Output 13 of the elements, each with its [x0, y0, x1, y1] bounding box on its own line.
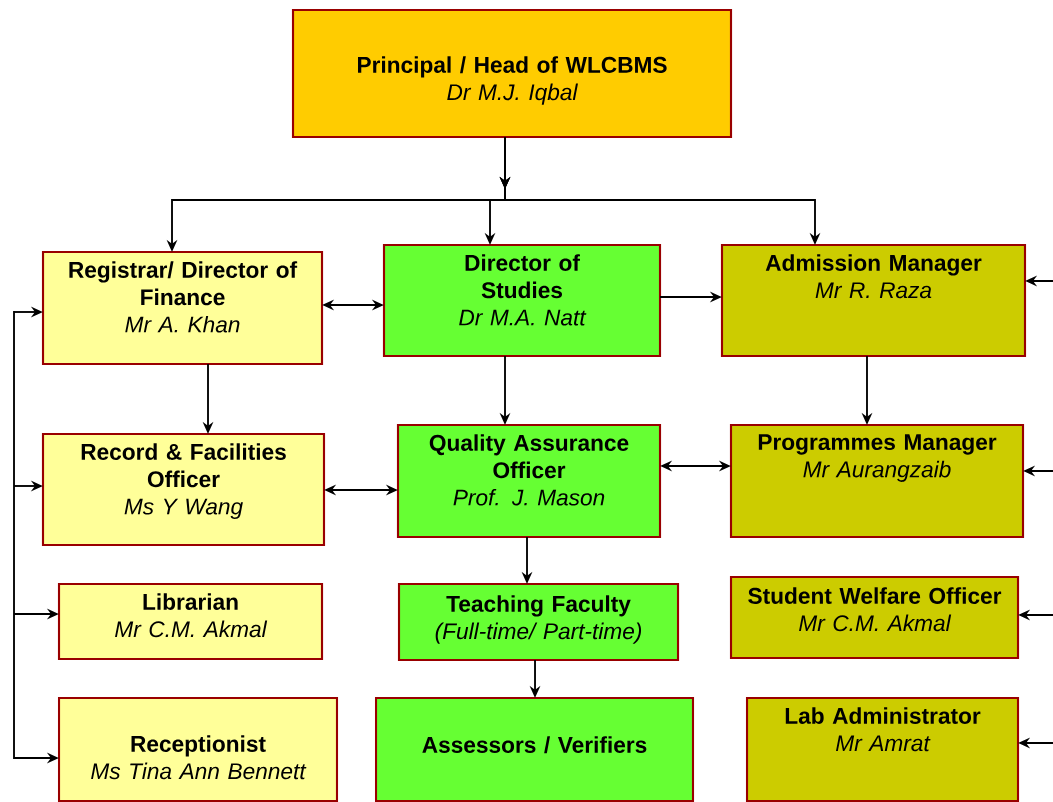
staff-box: Librarian Mr C.M. Akmal: [57, 582, 324, 661]
title-box: Principal / Head of WLCBMS Dr M.J. Iqbal: [291, 8, 733, 139]
staff-box: Admission Manager Mr R. Raza: [720, 243, 1027, 358]
staff-box: Assessors / Verifiers: [374, 696, 695, 802]
staff-box: Record & Facilities Officer Ms Y Wang: [41, 432, 326, 547]
staff-box: Director of Studies Dr M.A. Natt: [382, 243, 662, 358]
staff-box: Lab Administrator Mr Amrat: [745, 696, 1020, 802]
staff-box: Student Welfare Officer Mr C.M. Akmal: [729, 575, 1020, 660]
staff-box: Teaching Faculty (Full-time/ Part-time): [397, 582, 680, 662]
staff-box: Receptionist Ms Tina Ann Bennett: [57, 696, 339, 802]
staff-box: Registrar/ Director of Finance Mr A. Khan: [41, 250, 324, 366]
staff-box: Programmes Manager Mr Aurangzaib: [729, 423, 1025, 539]
staff-box: Quality Assurance Officer Prof. J. Mason: [396, 423, 662, 539]
